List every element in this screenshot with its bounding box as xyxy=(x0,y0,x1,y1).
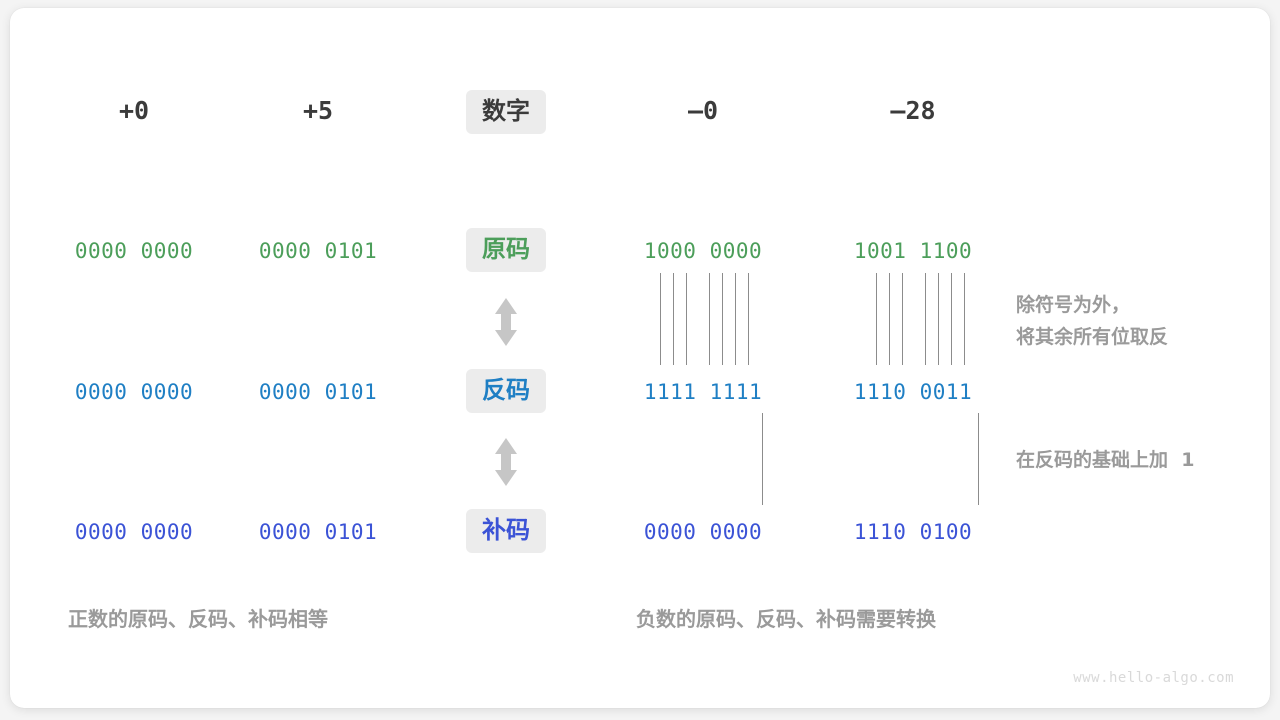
carryline-neg28 xyxy=(978,413,979,505)
cell-true-neg0: 1000 0000 xyxy=(643,239,763,263)
caption-negative: 负数的原码、反码、补码需要转换 xyxy=(636,607,936,631)
row-label-complement-form: 补码 xyxy=(466,509,546,553)
double-vertical-arrow-icon-inverse-to-complement xyxy=(492,436,520,493)
bitline-neg28-b2 xyxy=(876,273,877,365)
bitline-neg28-b3 xyxy=(889,273,890,365)
double-vertical-arrow-icon-true-to-inverse xyxy=(492,296,520,353)
column-header-pos0: +0 xyxy=(118,96,150,125)
bitline-neg28-b5 xyxy=(925,273,926,365)
bitline-neg28-b8 xyxy=(964,273,965,365)
cell-inverse-pos0: 0000 0000 xyxy=(74,380,194,404)
cell-true-pos5: 0000 0101 xyxy=(258,239,378,263)
bitline-neg28-b6 xyxy=(938,273,939,365)
caption-positive: 正数的原码、反码、补码相等 xyxy=(68,607,328,631)
annotation-invert-rule-line1: 除符号为外， xyxy=(1016,294,1131,316)
row-label-header: 数字 xyxy=(466,90,546,134)
bitline-neg0-b7 xyxy=(735,273,736,365)
bitline-neg0-b8 xyxy=(748,273,749,365)
bitline-neg0-b2 xyxy=(660,273,661,365)
bitline-neg0-b5 xyxy=(709,273,710,365)
watermark: www.hello-algo.com xyxy=(1073,670,1234,686)
bitline-neg0-b3 xyxy=(673,273,674,365)
row-label-true-form: 原码 xyxy=(466,228,546,272)
annotation-invert-rule-line2: 将其余所有位取反 xyxy=(1016,326,1169,348)
annotation-add-one-rule: 在反码的基础上加 1 xyxy=(1016,449,1195,471)
column-header-pos5: +5 xyxy=(302,96,334,125)
cell-true-pos0: 0000 0000 xyxy=(74,239,194,263)
carryline-neg0 xyxy=(762,413,763,505)
column-header-neg28: –28 xyxy=(890,96,936,125)
cell-complement-pos5: 0000 0101 xyxy=(258,520,378,544)
bitline-neg28-b7 xyxy=(951,273,952,365)
cell-inverse-neg0: 1111 1111 xyxy=(643,380,763,404)
cell-true-neg28: 1001 1100 xyxy=(853,239,973,263)
figure-card: +0 +5 –0 –28 数字 0000 0000 0000 0101 1000… xyxy=(10,8,1270,708)
column-header-neg0: –0 xyxy=(687,96,719,125)
cell-inverse-neg28: 1110 0011 xyxy=(853,380,973,404)
cell-complement-neg28: 1110 0100 xyxy=(853,520,973,544)
cell-complement-pos0: 0000 0000 xyxy=(74,520,194,544)
row-label-inverse-form: 反码 xyxy=(466,369,546,413)
cell-complement-neg0: 0000 0000 xyxy=(643,520,763,544)
bitline-neg0-b4 xyxy=(686,273,687,365)
bitline-neg0-b6 xyxy=(722,273,723,365)
cell-inverse-pos5: 0000 0101 xyxy=(258,380,378,404)
bitline-neg28-b4 xyxy=(902,273,903,365)
